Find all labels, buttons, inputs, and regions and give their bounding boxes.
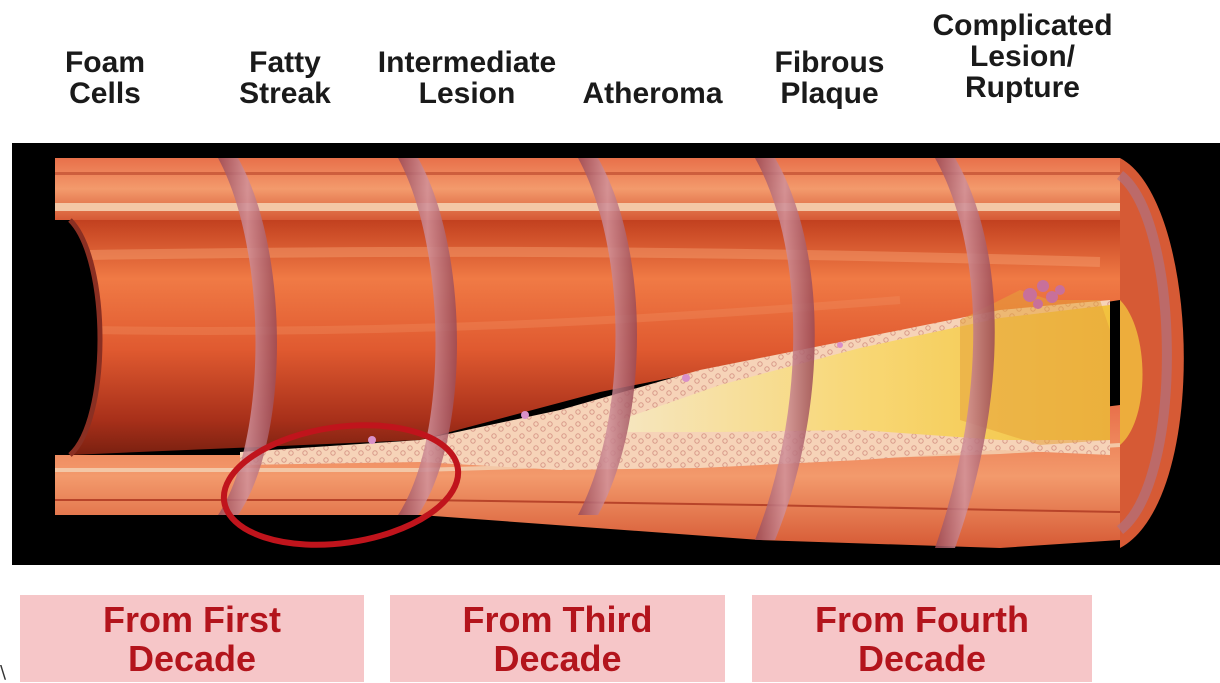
decade-label-first: From First Decade bbox=[103, 600, 281, 678]
decade-box-third: From Third Decade bbox=[390, 595, 725, 682]
corner-mark: \ bbox=[0, 662, 6, 683]
decade-label-third: From Third Decade bbox=[463, 600, 653, 678]
decade-box-fourth: From Fourth Decade bbox=[752, 595, 1092, 682]
decade-label-fourth: From Fourth Decade bbox=[815, 600, 1029, 678]
decade-box-first: From First Decade bbox=[20, 595, 364, 682]
